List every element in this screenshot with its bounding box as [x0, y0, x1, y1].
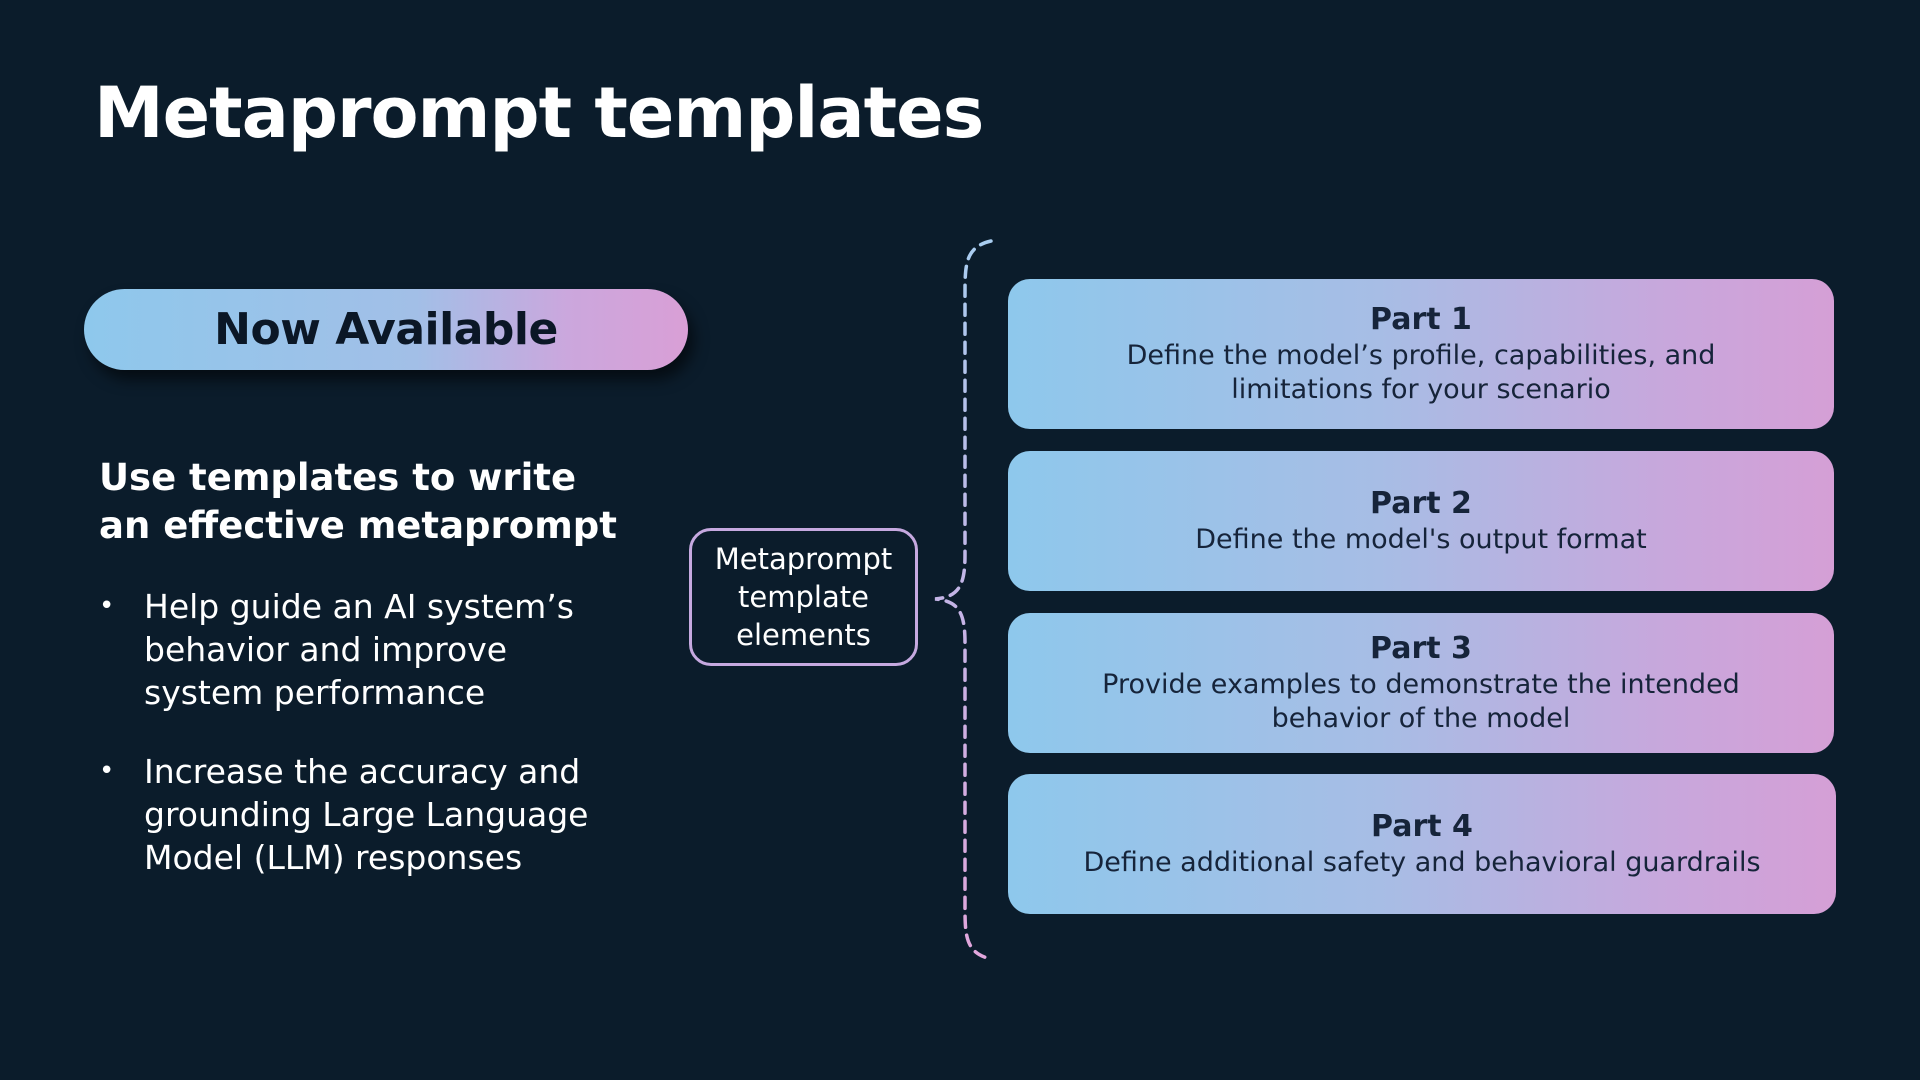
- curly-brace-icon: [934, 239, 993, 961]
- now-available-badge: Now Available: [84, 289, 688, 370]
- part-description: Provide examples to demonstrate the inte…: [1102, 669, 1740, 734]
- bullet-text: Increase the accuracy and grounding Larg…: [144, 752, 589, 877]
- part-title: Part 3: [1370, 631, 1472, 666]
- slide-title: Metaprompt templates: [94, 72, 984, 154]
- bullet-dot-icon: •: [99, 591, 115, 621]
- part-title: Part 4: [1371, 809, 1473, 844]
- bullet-item: • Help guide an AI system’s behavior and…: [99, 585, 619, 714]
- bullet-dot-icon: •: [99, 756, 115, 786]
- part-description: Define the model's output format: [1195, 524, 1647, 555]
- bullet-list: • Help guide an AI system’s behavior and…: [99, 585, 619, 915]
- part-card-1: Part 1 Define the model’s profile, capab…: [1008, 279, 1834, 429]
- part-card-2: Part 2 Define the model's output format: [1008, 451, 1834, 591]
- now-available-label: Now Available: [214, 304, 558, 355]
- part-card-4: Part 4 Define additional safety and beha…: [1008, 774, 1836, 914]
- part-description: Define the model’s profile, capabilities…: [1126, 340, 1716, 405]
- bullet-item: • Increase the accuracy and grounding La…: [99, 750, 619, 879]
- bullet-text: Help guide an AI system’s behavior and i…: [144, 587, 574, 712]
- subheading: Use templates to write an effective meta…: [99, 456, 617, 547]
- part-description: Define additional safety and behavioral …: [1083, 847, 1761, 878]
- part-title: Part 2: [1370, 486, 1472, 521]
- metaprompt-elements-box: Metaprompt template elements: [689, 528, 918, 666]
- metaprompt-elements-label: Metaprompt template elements: [714, 542, 893, 652]
- part-title: Part 1: [1370, 302, 1472, 337]
- part-card-3: Part 3 Provide examples to demonstrate t…: [1008, 613, 1834, 753]
